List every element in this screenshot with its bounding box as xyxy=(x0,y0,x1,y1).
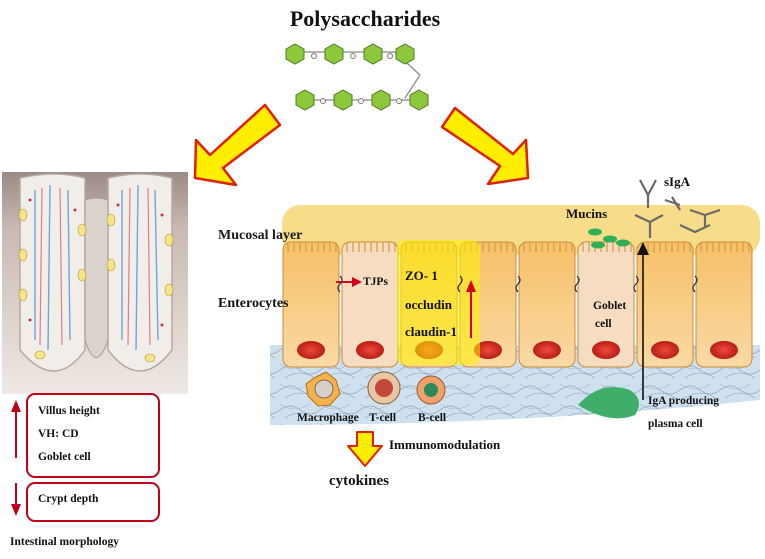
zo1-label: ZO- 1 xyxy=(405,268,438,283)
t-cell-label: T-cell xyxy=(369,412,397,424)
mucins-label: Mucins xyxy=(566,206,608,221)
hexagon-sugar xyxy=(395,43,415,65)
hexagon-sugar xyxy=(333,89,353,111)
hexagon-sugar xyxy=(363,43,383,65)
cytokines-label: cytokines xyxy=(329,473,389,489)
macrophage xyxy=(305,371,341,407)
hexagon-sugar xyxy=(371,89,391,111)
tight-junction-icons xyxy=(337,275,698,293)
arrow-to-morphology xyxy=(193,103,282,187)
enterocytes-label: Enterocytes xyxy=(218,296,289,311)
b-cell-label: B-cell xyxy=(418,412,447,424)
morph-item: Villus height xyxy=(38,405,100,417)
plasma-cell xyxy=(578,387,639,419)
hexagon-sugar xyxy=(409,89,429,111)
morphology-caption: Intestinal morphology xyxy=(10,536,119,548)
siga-antibodies xyxy=(634,179,721,238)
cell-nucleus xyxy=(474,341,502,359)
enterocyte-cell xyxy=(577,241,635,368)
morph-item: Crypt depth xyxy=(38,493,99,505)
hexagon-sugar xyxy=(295,89,315,111)
macrophage-label: Macrophage xyxy=(297,412,359,424)
t-cell xyxy=(367,371,401,405)
goblet-cell-label-1: Goblet xyxy=(593,300,627,312)
polysaccharide-chain xyxy=(285,43,429,111)
diagram-title: Polysaccharides xyxy=(289,6,441,31)
enterocyte-cell xyxy=(282,241,340,368)
enterocyte-row xyxy=(282,241,753,368)
plasma-cell-label: plasma cell xyxy=(648,418,703,430)
iga-producing-label: IgA producing xyxy=(648,395,720,407)
enterocyte-cell xyxy=(518,241,576,368)
villi-illustration xyxy=(2,172,188,394)
goblet-cell-label-2: cell xyxy=(595,318,612,330)
morph-item: Goblet cell xyxy=(38,451,91,463)
cytokine-arrow xyxy=(347,431,383,467)
siga-label: sIgA xyxy=(664,174,691,189)
cell-nucleus xyxy=(297,341,325,359)
cell-nucleus xyxy=(592,341,620,359)
increase-box: Villus height VH: CD Goblet cell xyxy=(26,393,160,478)
tjps-label: TJPs xyxy=(363,276,388,288)
occludin-label: occludin xyxy=(405,297,452,312)
tjp-highlight xyxy=(397,240,480,365)
morph-item: VH: CD xyxy=(38,428,79,440)
mucosal-layer-label: Mucosal layer xyxy=(218,228,303,243)
cell-nucleus xyxy=(356,341,384,359)
arrow-to-mucosa xyxy=(440,106,530,186)
cell-nucleus xyxy=(651,341,679,359)
mucins-granules xyxy=(588,228,630,249)
hexagon-sugar xyxy=(324,43,344,65)
cell-nucleus xyxy=(533,341,561,359)
b-cell xyxy=(416,375,446,405)
enterocyte-cell xyxy=(695,241,753,368)
decrease-box: Crypt depth xyxy=(26,482,160,522)
immunomodulation-label: Immunomodulation xyxy=(389,437,501,452)
claudin-label: claudin-1 xyxy=(405,324,458,339)
cell-nucleus xyxy=(710,341,738,359)
hexagon-sugar xyxy=(285,43,305,65)
mucosa-panel xyxy=(270,179,760,425)
enterocyte-cell xyxy=(636,241,694,368)
